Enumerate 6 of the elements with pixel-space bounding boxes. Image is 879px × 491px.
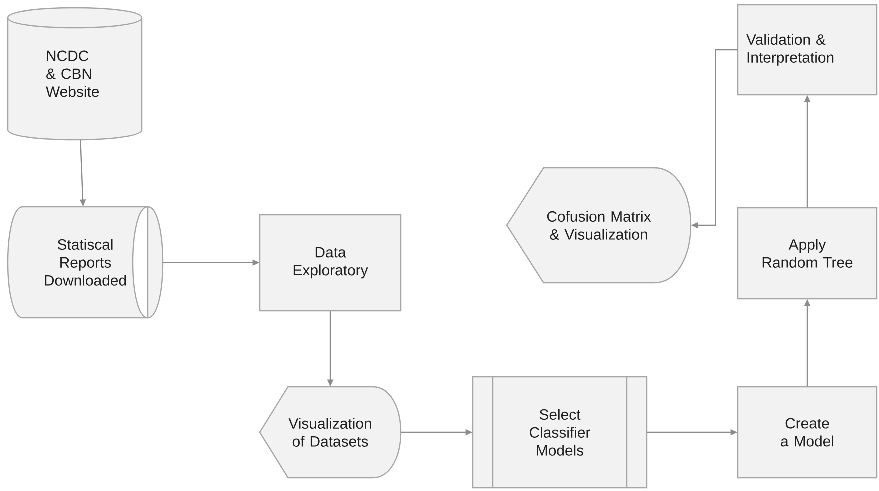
process-box: Validation & Interpretation <box>737 4 878 96</box>
process-box: Apply Random Tree <box>737 207 878 300</box>
predefined-process-box: Select Classifier Models <box>472 376 648 489</box>
database-cylinder: NCDC & CBN Website <box>7 7 143 141</box>
process-box: Create a Model <box>737 386 878 479</box>
process-box: Data Exploratory <box>259 214 402 312</box>
